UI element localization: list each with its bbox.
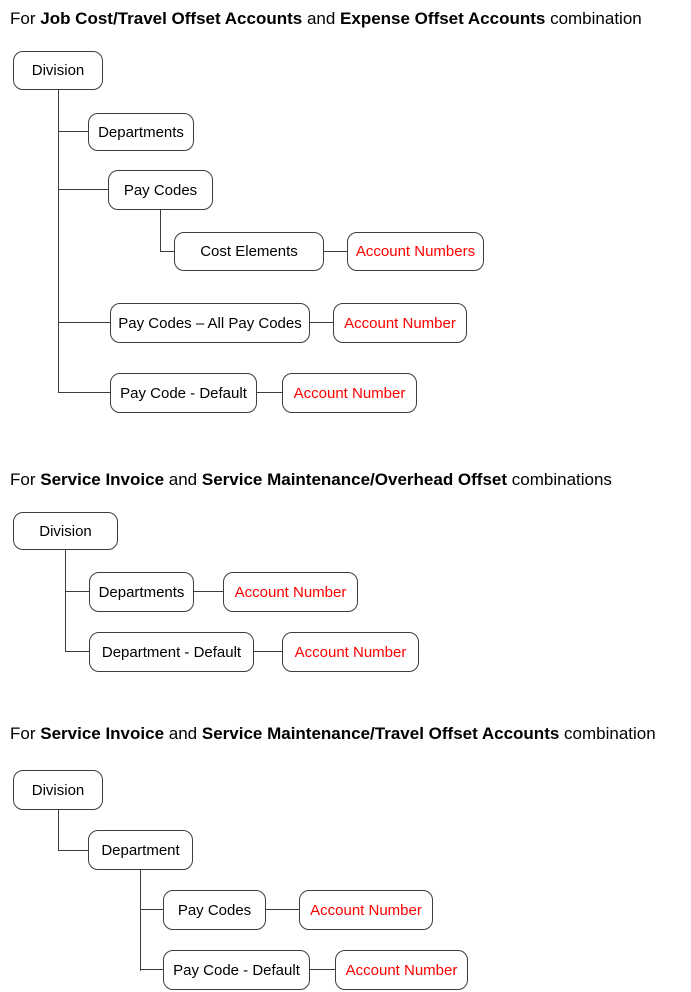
section-1-heading: For Job Cost/Travel Offset Accounts and … bbox=[10, 7, 642, 30]
node-label: Account Number bbox=[345, 961, 458, 979]
heading-segment: combination bbox=[559, 724, 656, 743]
connector-departments-account bbox=[194, 591, 223, 592]
heading-segment-bold: Job Cost/Travel Offset Accounts bbox=[40, 9, 303, 28]
node-pay-codes-all-pay-codes: Pay Codes – All Pay Codes bbox=[110, 303, 310, 343]
connector-to-pay-codes bbox=[58, 189, 108, 190]
connector-to-departments bbox=[58, 131, 88, 132]
node-label: Account Number bbox=[310, 901, 422, 919]
node-division: Division bbox=[13, 770, 103, 810]
node-account-number: Account Number bbox=[299, 890, 433, 930]
heading-segment: combination bbox=[545, 9, 642, 28]
node-label: Department bbox=[101, 841, 180, 859]
node-department: Department bbox=[88, 830, 193, 870]
node-account-number: Account Number bbox=[333, 303, 467, 343]
node-label: Pay Codes bbox=[177, 901, 252, 919]
node-label: Departments bbox=[98, 583, 185, 601]
node-label: Division bbox=[39, 522, 92, 540]
node-label: Pay Codes – All Pay Codes bbox=[118, 314, 302, 332]
heading-segment-bold: Service Invoice bbox=[40, 470, 165, 489]
connector-all-pay-codes-account bbox=[310, 322, 333, 323]
connector-to-departments bbox=[65, 591, 89, 592]
section-3-heading: For Service Invoice and Service Maintena… bbox=[10, 722, 656, 745]
node-label: Account Number bbox=[234, 583, 347, 601]
node-label: Account Number bbox=[293, 384, 406, 402]
node-cost-elements: Cost Elements bbox=[174, 232, 324, 271]
node-pay-code-default: Pay Code - Default bbox=[110, 373, 257, 413]
node-account-numbers: Account Numbers bbox=[347, 232, 484, 271]
node-label: Division bbox=[31, 62, 85, 79]
node-pay-codes: Pay Codes bbox=[108, 170, 213, 210]
connector-division-trunk bbox=[58, 90, 59, 393]
connector-pay-code-default-account bbox=[310, 969, 335, 970]
heading-segment-bold: Service Invoice bbox=[40, 724, 165, 743]
node-pay-code-default: Pay Code - Default bbox=[163, 950, 310, 990]
node-account-number: Account Number bbox=[335, 950, 468, 990]
heading-segment-bold: Service Maintenance/Overhead Offset bbox=[201, 470, 508, 489]
heading-segment: and bbox=[302, 9, 341, 28]
heading-segment-bold: Expense Offset Accounts bbox=[340, 9, 546, 28]
node-division: Division bbox=[13, 512, 118, 550]
connector-to-pay-code-default bbox=[58, 392, 110, 393]
node-label: Division bbox=[31, 781, 85, 799]
node-label: Pay Codes bbox=[123, 181, 198, 199]
node-account-number: Account Number bbox=[282, 373, 417, 413]
node-label: Account Numbers bbox=[355, 243, 476, 260]
node-label: Pay Code - Default bbox=[120, 384, 247, 402]
heading-segment: For bbox=[10, 470, 41, 489]
node-departments: Departments bbox=[88, 113, 194, 151]
connector-department-default-account bbox=[254, 651, 282, 652]
heading-segment: and bbox=[164, 470, 202, 489]
node-division: Division bbox=[13, 51, 103, 90]
section-2-heading: For Service Invoice and Service Maintena… bbox=[10, 468, 612, 491]
node-pay-codes: Pay Codes bbox=[163, 890, 266, 930]
node-account-number: Account Number bbox=[282, 632, 419, 672]
connector-division-elbow-horizontal bbox=[58, 850, 88, 851]
connector-cost-elements-account bbox=[324, 251, 347, 252]
connector-to-department-default bbox=[65, 651, 89, 652]
connector-division-trunk bbox=[65, 550, 66, 652]
node-department-default: Department - Default bbox=[89, 632, 254, 672]
connector-division-elbow-vertical bbox=[58, 810, 59, 851]
heading-segment: For bbox=[10, 9, 41, 28]
heading-segment: and bbox=[164, 724, 202, 743]
heading-segment: For bbox=[10, 724, 41, 743]
connector-to-pay-code-default bbox=[140, 969, 163, 970]
connector-pay-codes-trunk bbox=[160, 210, 161, 252]
connector-department-trunk bbox=[140, 870, 141, 971]
node-account-number: Account Number bbox=[223, 572, 358, 612]
connector-pay-code-default-account bbox=[257, 392, 282, 393]
heading-segment-bold: Service Maintenance/Travel Offset Accoun… bbox=[201, 724, 560, 743]
node-label: Cost Elements bbox=[200, 243, 298, 260]
node-label: Department - Default bbox=[101, 643, 242, 661]
node-label: Departments bbox=[98, 123, 184, 141]
connector-to-pay-codes bbox=[140, 909, 163, 910]
heading-segment: combinations bbox=[507, 470, 612, 489]
node-departments: Departments bbox=[89, 572, 194, 612]
connector-to-all-pay-codes bbox=[58, 322, 110, 323]
node-label: Account Number bbox=[294, 643, 407, 661]
connector-to-cost-elements bbox=[160, 251, 174, 252]
node-label: Pay Code - Default bbox=[173, 961, 300, 979]
connector-pay-codes-account bbox=[266, 909, 299, 910]
node-label: Account Number bbox=[344, 314, 456, 332]
